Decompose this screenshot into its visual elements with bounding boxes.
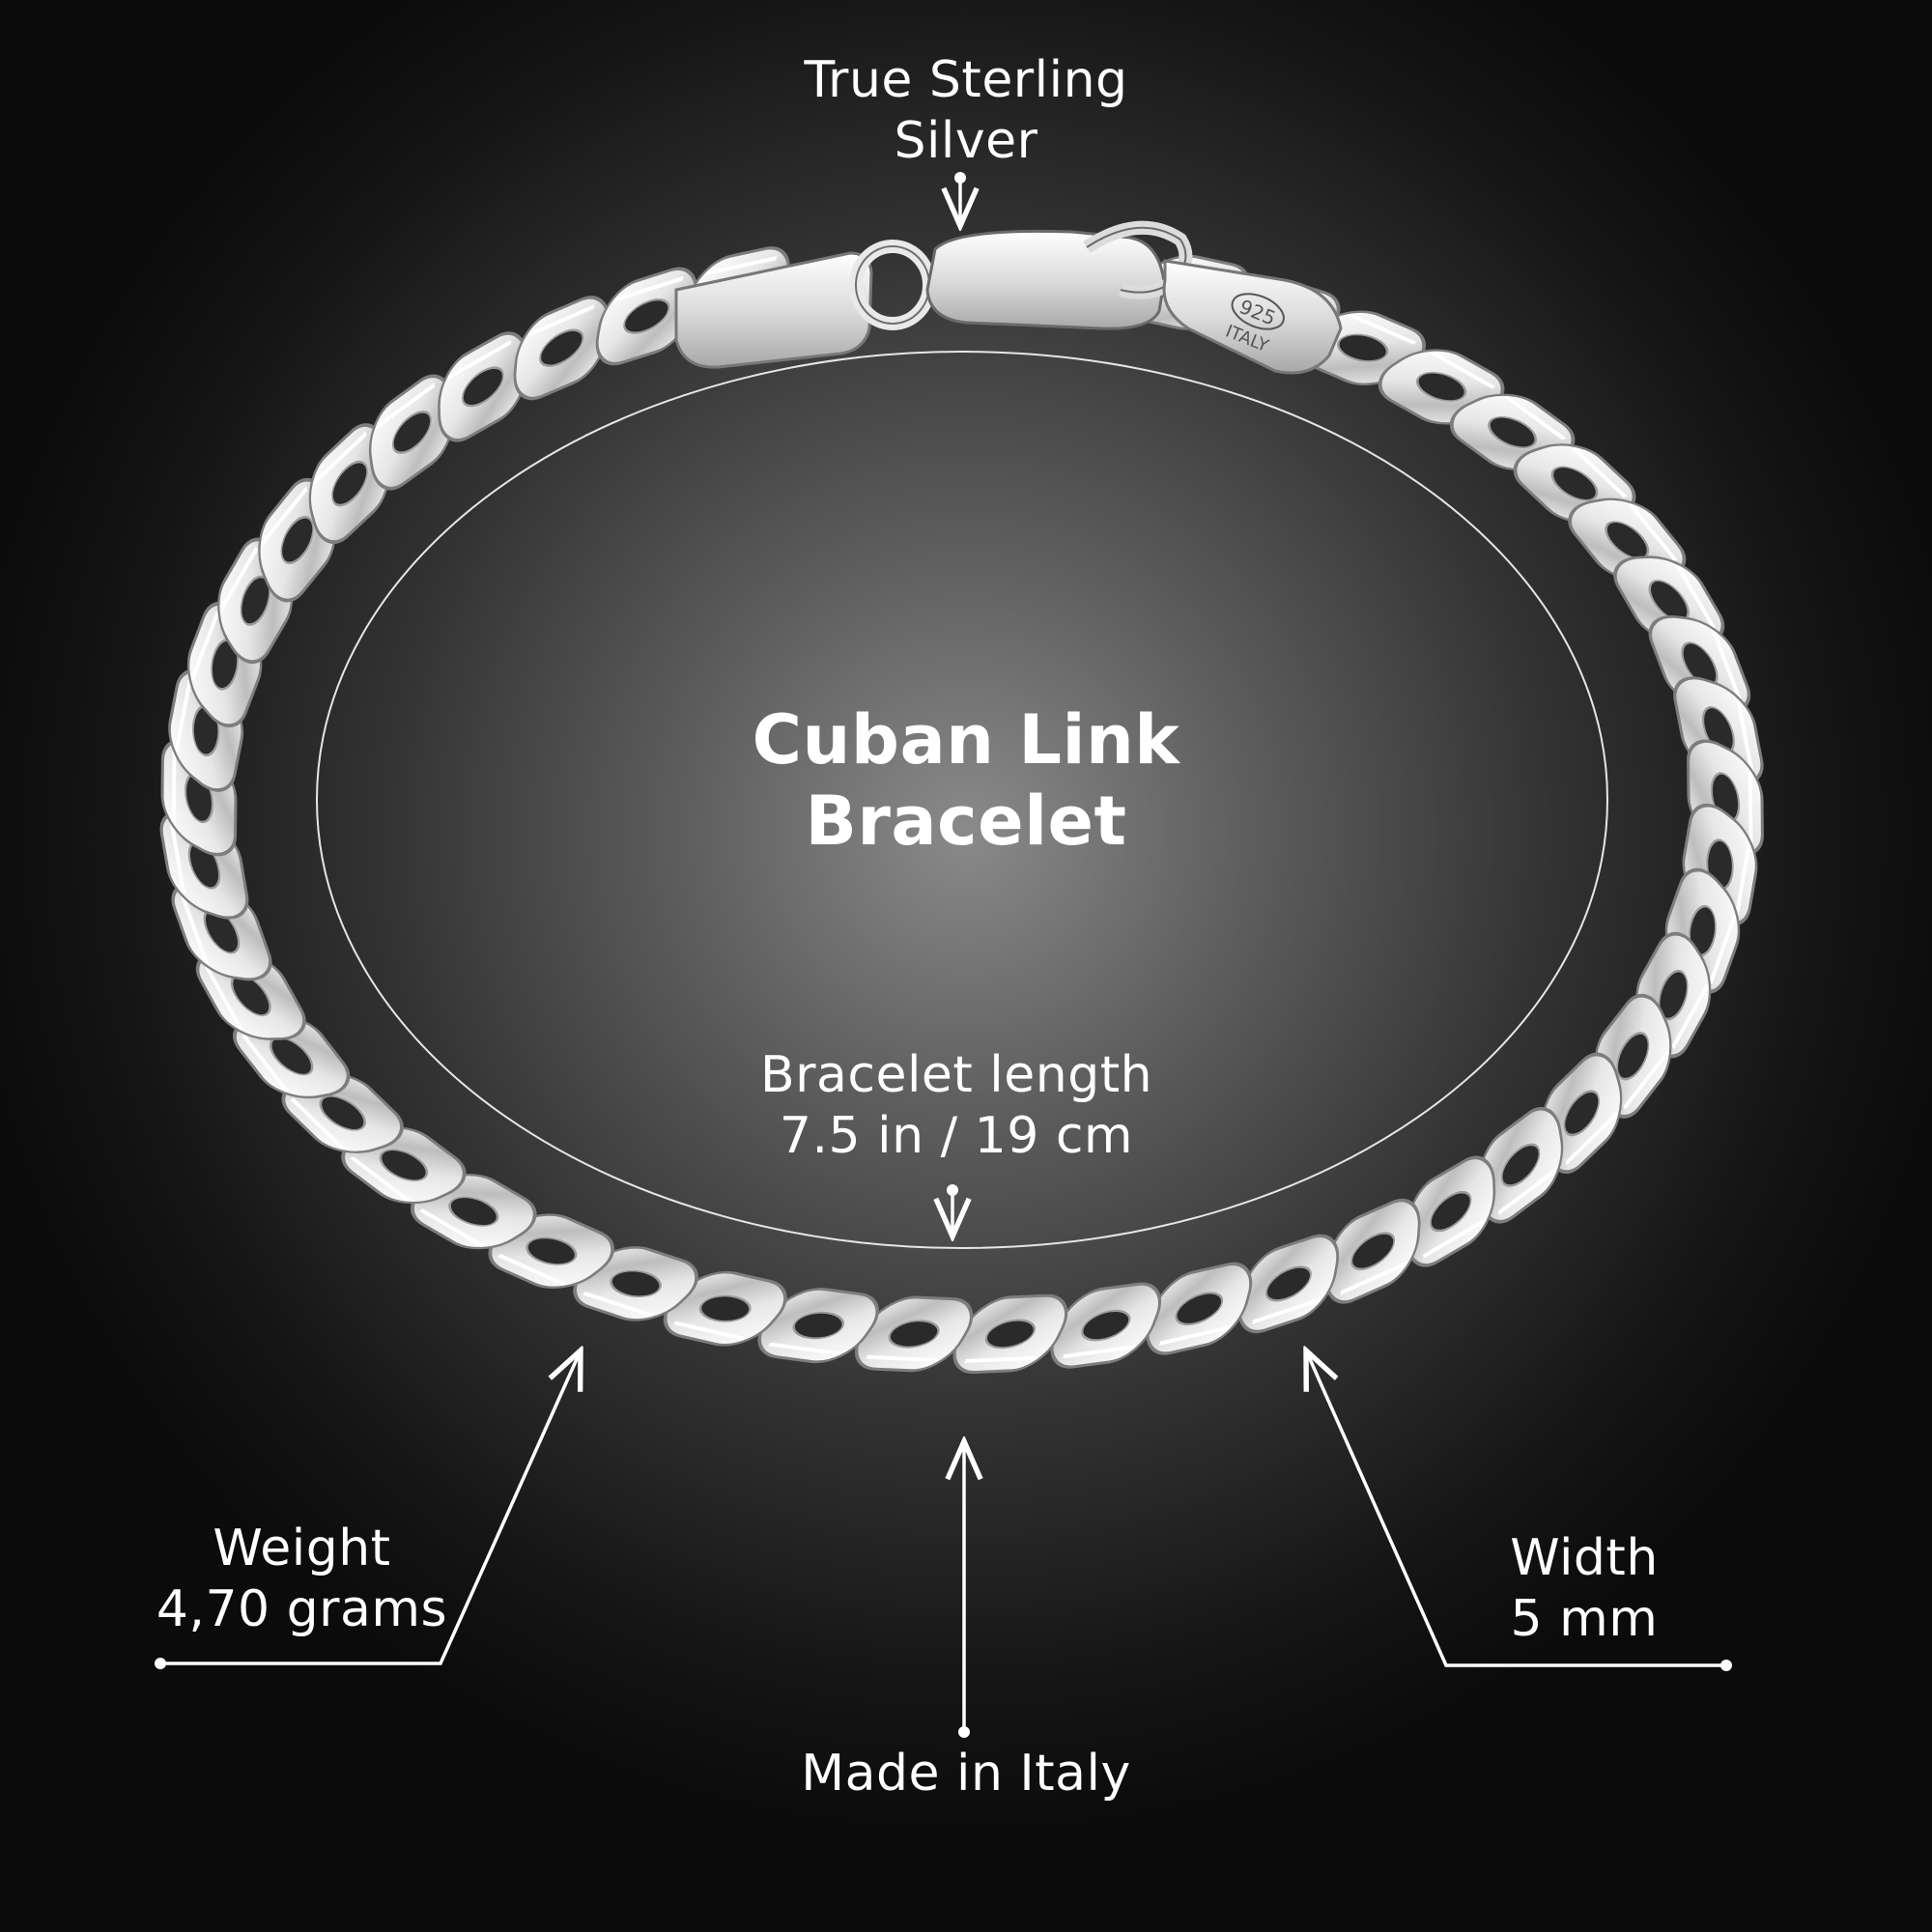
- width-line-2: 5 mm: [1510, 1590, 1659, 1649]
- chain-link: [1324, 1198, 1421, 1304]
- inner-ellipse-outline: [316, 351, 1608, 1249]
- chain-link: [595, 267, 697, 366]
- width-callout: Width 5 mm: [1449, 1528, 1719, 1651]
- origin-text: Made in Italy: [801, 1745, 1131, 1803]
- width-leader: [1306, 1350, 1726, 1667]
- chain-link: [1146, 1262, 1253, 1355]
- origin-callout: Made in Italy: [715, 1744, 1217, 1804]
- material-line-2: Silver: [894, 112, 1038, 171]
- chain-link: [1050, 1282, 1162, 1369]
- width-line-1: Width: [1510, 1529, 1659, 1587]
- weight-callout: Weight 4,70 grams: [135, 1519, 469, 1641]
- weight-leader: [160, 1350, 581, 1665]
- product-title: Cuban Link Bracelet: [676, 699, 1256, 862]
- cuban-chain: [159, 246, 1764, 1375]
- chain-link: [663, 1270, 787, 1347]
- chain-link: [368, 374, 455, 491]
- right-end-tab: [1162, 259, 1343, 375]
- weight-line-2: 4,70 grams: [156, 1580, 448, 1639]
- lobster-clasp: 925 ITALY: [674, 220, 1343, 375]
- lobster-body: [925, 229, 1166, 330]
- length-line-1: Bracelet length: [759, 1046, 1153, 1104]
- chain-link: [952, 1293, 1068, 1375]
- chain-link: [1406, 1155, 1496, 1267]
- length-callout: Bracelet length 7.5 in / 19 cm: [676, 1045, 1236, 1168]
- title-line-2: Bracelet: [805, 781, 1127, 861]
- chain-link: [438, 331, 528, 442]
- weight-line-1: Weight: [213, 1520, 391, 1577]
- material-line-1: True Sterling: [804, 51, 1128, 109]
- length-line-2: 7.5 in / 19 cm: [779, 1107, 1134, 1166]
- material-callout: True Sterling Silver: [705, 50, 1227, 173]
- chain-link: [1237, 1234, 1340, 1334]
- title-line-1: Cuban Link: [752, 700, 1180, 780]
- chain-link: [513, 296, 610, 401]
- callout-lines: [155, 172, 1732, 1738]
